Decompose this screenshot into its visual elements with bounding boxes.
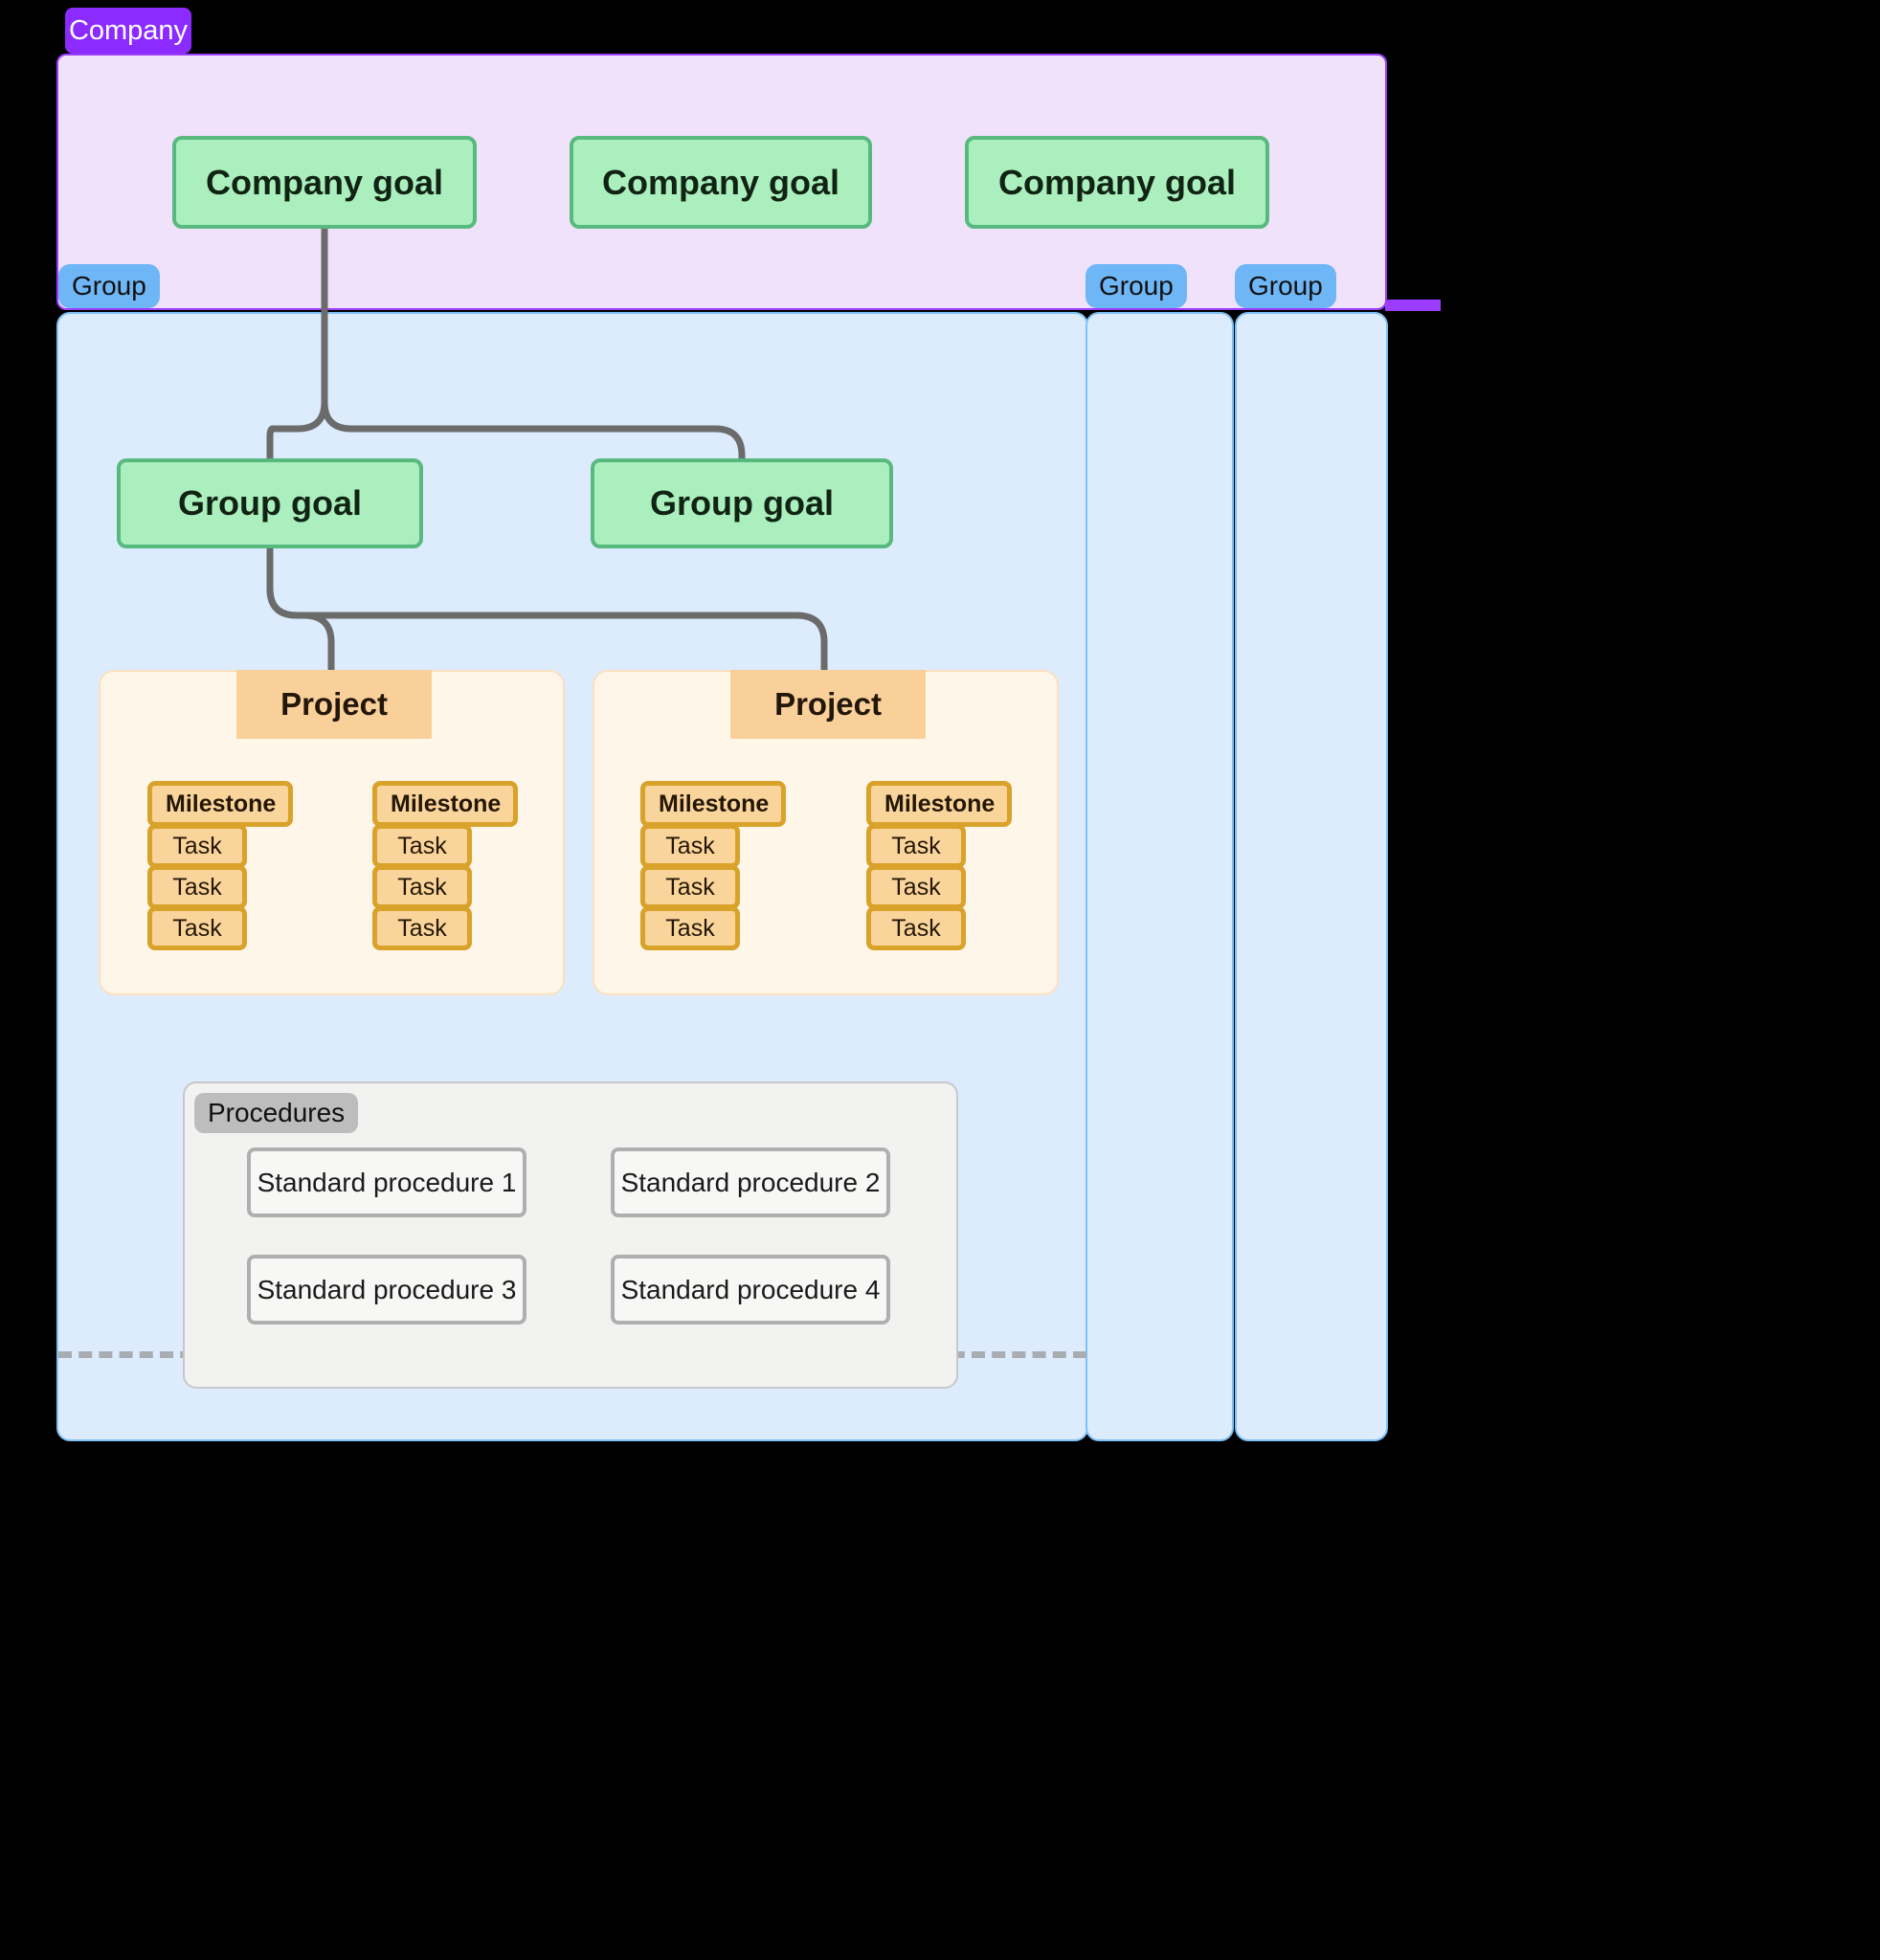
task-item[interactable]: Task bbox=[372, 906, 472, 950]
group-panel-3 bbox=[1235, 312, 1388, 1441]
group-goal-card-2[interactable]: Group goal bbox=[591, 458, 893, 548]
task-item[interactable]: Task bbox=[372, 865, 472, 909]
milestone-header[interactable]: Milestone bbox=[372, 781, 518, 827]
group-badge-3[interactable]: Group bbox=[1235, 264, 1336, 308]
project-tab-1[interactable]: Project bbox=[236, 670, 432, 739]
milestone-header[interactable]: Milestone bbox=[640, 781, 786, 827]
procedure-box-3[interactable]: Standard procedure 3 bbox=[247, 1255, 526, 1325]
milestone-block-1: Milestone Task Task Task bbox=[147, 781, 293, 950]
group-panel-2 bbox=[1085, 312, 1234, 1441]
milestone-header[interactable]: Milestone bbox=[147, 781, 293, 827]
project-tab-2[interactable]: Project bbox=[730, 670, 926, 739]
company-badge[interactable]: Company bbox=[65, 8, 191, 54]
task-item[interactable]: Task bbox=[147, 824, 247, 868]
procedures-tab[interactable]: Procedures bbox=[194, 1093, 359, 1133]
procedures-panel: Procedures bbox=[183, 1081, 958, 1389]
task-item[interactable]: Task bbox=[640, 824, 740, 868]
company-goal-card-1[interactable]: Company goal bbox=[172, 136, 477, 229]
task-item[interactable]: Task bbox=[147, 865, 247, 909]
group-badge-2[interactable]: Group bbox=[1085, 264, 1187, 308]
milestone-header[interactable]: Milestone bbox=[866, 781, 1012, 827]
company-goal-card-2[interactable]: Company goal bbox=[570, 136, 872, 229]
procedure-box-4[interactable]: Standard procedure 4 bbox=[611, 1255, 890, 1325]
procedure-box-1[interactable]: Standard procedure 1 bbox=[247, 1147, 526, 1217]
milestone-block-2: Milestone Task Task Task bbox=[372, 781, 518, 950]
task-item[interactable]: Task bbox=[866, 865, 966, 909]
task-item[interactable]: Task bbox=[372, 824, 472, 868]
milestone-block-4: Milestone Task Task Task bbox=[866, 781, 1012, 950]
task-item[interactable]: Task bbox=[866, 824, 966, 868]
task-item[interactable]: Task bbox=[640, 865, 740, 909]
milestone-block-3: Milestone Task Task Task bbox=[640, 781, 786, 950]
task-item[interactable]: Task bbox=[640, 906, 740, 950]
group-goal-card-1[interactable]: Group goal bbox=[117, 458, 423, 548]
task-item[interactable]: Task bbox=[147, 906, 247, 950]
company-panel-tail-accent bbox=[1385, 300, 1441, 311]
company-goal-card-3[interactable]: Company goal bbox=[965, 136, 1269, 229]
task-item[interactable]: Task bbox=[866, 906, 966, 950]
procedure-box-2[interactable]: Standard procedure 2 bbox=[611, 1147, 890, 1217]
group-badge-1[interactable]: Group bbox=[58, 264, 160, 308]
